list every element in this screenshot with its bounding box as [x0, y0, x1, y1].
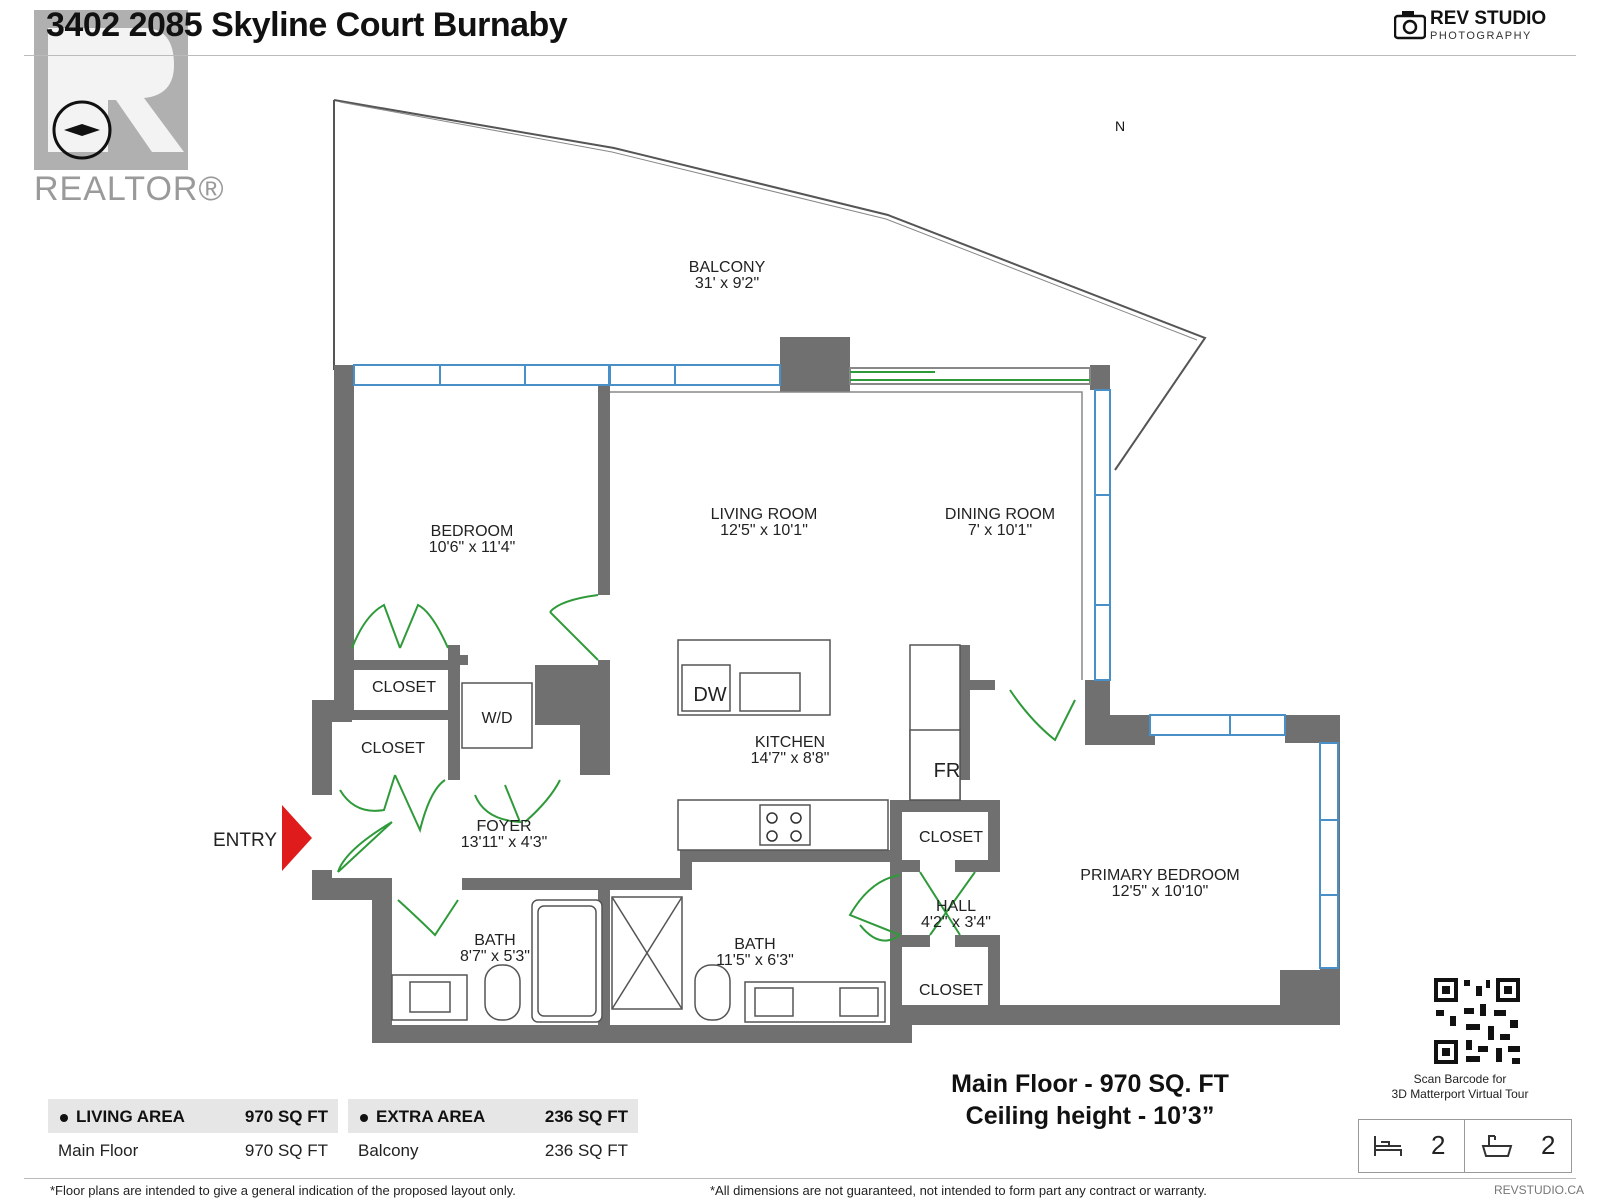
realtor-logo-box [34, 10, 188, 170]
balcony-slider [849, 367, 1091, 385]
realtor-r-icon [48, 28, 184, 160]
living-area-title: LIVING AREA [76, 1107, 185, 1126]
bed-icon [1374, 1136, 1402, 1156]
room-name-foyer: FOYER [476, 818, 531, 835]
bedroom-count: 2 [1431, 1130, 1446, 1160]
extra-area-title: EXTRA AREA [376, 1107, 486, 1126]
room-dims-hall: 4'2" x 3'4" [921, 914, 991, 931]
room-dims-primary: 12'5" x 10'10" [1112, 883, 1209, 900]
camera-icon [1394, 11, 1426, 40]
studio-subtitle: PHOTOGRAPHY [1430, 30, 1532, 42]
living-row-value: 970 SQ FT [244, 1141, 328, 1160]
page-title: 3402 2085 Skyline Court Burnaby [46, 6, 568, 44]
windows [353, 364, 1339, 969]
extra-area-table: EXTRA AREA 236 SQ FT Balcony 236 SQ FT [348, 1099, 638, 1167]
room-dims-balcony: 31' x 9'2" [695, 275, 759, 292]
qr-caption: Scan Barcode for 3D Matterport Virtual T… [1376, 1072, 1544, 1102]
living-area-header: LIVING AREA 970 SQ FT [48, 1099, 338, 1133]
bath-fixtures [391, 896, 886, 1023]
room-name-bath2: BATH [734, 936, 775, 953]
site-link[interactable]: REVSTUDIO.CA [1494, 1183, 1585, 1197]
extra-row-value: 236 SQ FT [544, 1141, 628, 1160]
living-area-row: Main Floor 970 SQ FT [48, 1133, 338, 1167]
door-swings [337, 594, 1076, 942]
kitchen-fixtures [461, 639, 961, 851]
room-name-balcony: BALCONY [689, 259, 766, 276]
dishwasher-label: DW [693, 684, 726, 706]
disclaimer-left: *Floor plans are intended to give a gene… [50, 1183, 516, 1198]
floor-summary: Main Floor - 970 SQ. FT Ceiling height -… [940, 1068, 1240, 1132]
room-dims-foyer: 13'11" x 4'3" [461, 834, 548, 851]
room-dims-bath2: 11'5" x 6'3" [716, 952, 794, 969]
room-name-kitchen: KITCHEN [755, 734, 825, 751]
entry-arrow [282, 805, 312, 871]
bathroom-count: 2 [1541, 1130, 1556, 1160]
closet-foyer-label: CLOSET [361, 740, 425, 757]
room-dims-living: 12'5" x 10'1" [720, 522, 808, 539]
extra-area-header: EXTRA AREA 236 SQ FT [348, 1099, 638, 1133]
room-dims-bath1: 8'7" x 5'3" [460, 948, 530, 965]
qr-code [1434, 978, 1520, 1064]
ceiling-height: Ceiling height - 10’3” [965, 1102, 1215, 1130]
closet-bedroom-label: CLOSET [372, 679, 436, 696]
room-dims-bedroom: 10'6" x 11'4" [429, 539, 516, 556]
bullet-icon [60, 1113, 68, 1122]
studio-logo: REV STUDIO PHOTOGRAPHY [1394, 8, 1547, 42]
room-labels: BALCONY 31' x 9'2" BEDROOM 10'6" x 11'4"… [361, 259, 1240, 999]
room-name-bath1: BATH [474, 932, 515, 949]
living-row-label: Main Floor [58, 1141, 139, 1160]
room-name-living: LIVING ROOM [711, 506, 818, 523]
qr-caption-line1: Scan Barcode for [1413, 1072, 1507, 1086]
closet-hall-bottom-label: CLOSET [919, 982, 983, 999]
window-mullions [439, 365, 1338, 896]
realtor-text: REALTOR® [34, 170, 225, 208]
bathtub-icon [1481, 1135, 1513, 1157]
living-area-total: 970 SQ FT [244, 1107, 328, 1126]
extra-row-label: Balcony [358, 1141, 419, 1160]
extra-area-row: Balcony 236 SQ FT [348, 1133, 638, 1167]
room-counts: 2 2 [1358, 1119, 1572, 1173]
counts-divider [1464, 1120, 1465, 1172]
room-dims-kitchen: 14'7" x 8'8" [751, 750, 830, 767]
header-divider [24, 55, 1576, 56]
main-floor-area: Main Floor - 970 SQ. FT [951, 1070, 1229, 1098]
washer-dryer-label: W/D [481, 710, 512, 727]
balcony-outline [333, 99, 1207, 471]
entry-label: ENTRY [213, 830, 278, 851]
disclaimer-right: *All dimensions are not guaranteed, not … [710, 1183, 1207, 1198]
studio-name: REV STUDIO [1430, 8, 1547, 29]
bullet-icon [360, 1113, 368, 1122]
fridge-label: FR [934, 760, 961, 782]
footer-divider [24, 1178, 1576, 1179]
room-name-bedroom: BEDROOM [431, 523, 514, 540]
compass-letter: N [1115, 118, 1126, 134]
living-area-table: LIVING AREA 970 SQ FT Main Floor 970 SQ … [48, 1099, 338, 1167]
closet-hall-top-label: CLOSET [919, 829, 983, 846]
room-dims-dining: 7' x 10'1" [968, 522, 1032, 539]
room-name-hall: HALL [936, 898, 976, 915]
cooktop-burners [766, 812, 802, 842]
room-name-primary: PRIMARY BEDROOM [1080, 867, 1239, 884]
extra-area-total: 236 SQ FT [544, 1107, 628, 1126]
room-name-dining: DINING ROOM [945, 506, 1055, 523]
qr-caption-line2: 3D Matterport Virtual Tour [1391, 1087, 1529, 1101]
